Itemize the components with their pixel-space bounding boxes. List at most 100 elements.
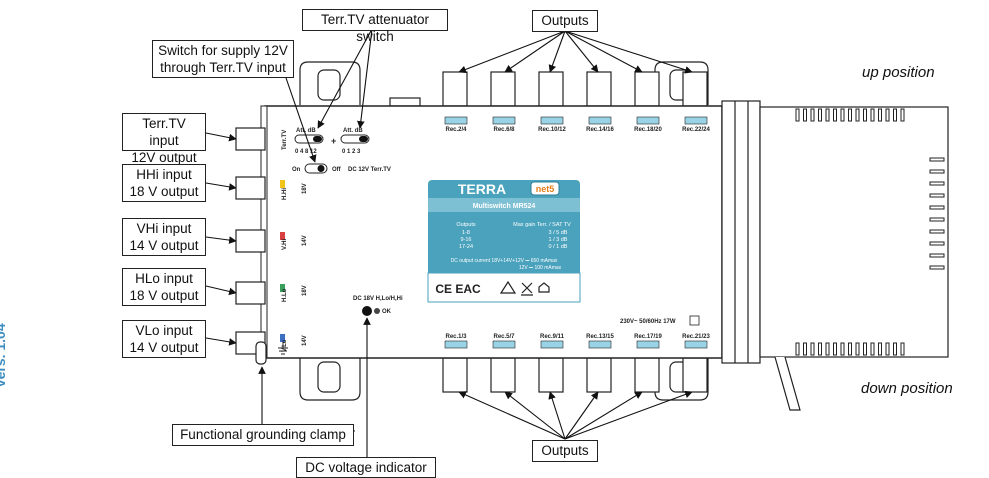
dc-led-ok: OK	[382, 309, 392, 315]
vent-slot	[929, 169, 945, 174]
vent-slot	[803, 342, 807, 356]
dc-indicator-callout: DC voltage indicator	[296, 457, 436, 478]
outputs-top-callout: Outputs	[532, 10, 598, 32]
table-row-2-right: 1 / 3 dB	[549, 237, 568, 243]
switch-desc: DC 12V Terr.TV	[348, 167, 391, 173]
hhi-input-callout: HHi input 18 V output	[122, 164, 206, 202]
vent-slot	[929, 241, 945, 246]
vhi-input-line-1: VHi input	[136, 221, 192, 236]
port-rec-9-11: Rec.9/11	[540, 334, 565, 340]
power-supply-unit	[721, 100, 949, 411]
bottom-port-labels: Rec.1/3 Rec.5/7 Rec.9/11 Rec.13/15 Rec.1…	[444, 334, 711, 349]
port-rec-17-19: Rec.17/19	[634, 334, 662, 340]
vent-slot	[878, 108, 882, 122]
port-rec-18-20: Rec.18/20	[634, 127, 662, 133]
grounding-clamp	[255, 341, 267, 365]
side-label-vlo: V.Lo	[282, 339, 288, 352]
indoor-icon	[538, 282, 550, 293]
att-label-1: Att. dB	[296, 128, 316, 134]
bottom-output-connectors	[442, 357, 708, 393]
vent-slot	[929, 253, 945, 258]
vent-slot	[810, 108, 815, 122]
table-row-1-left: 1-8	[462, 230, 470, 236]
supply-switch-line-2: through Terr.TV input	[160, 60, 286, 75]
vent-slot	[833, 342, 837, 356]
attenuator-switch-callout: Terr.TV attenuator switch	[302, 9, 448, 44]
side-label-vhi: V.Hi	[282, 239, 288, 250]
vent-slot	[929, 157, 945, 162]
callout-arrows	[205, 28, 693, 458]
switch-off-label: Off	[332, 167, 342, 173]
attenuator-controls: Att. dB 0 4 8 12 + Att. dB 0 1 2 3 On Of…	[292, 128, 391, 174]
vent-slot	[929, 229, 945, 234]
supply-switch-callout: Switch for supply 12V through Terr.TV in…	[152, 40, 294, 78]
vlo-input-callout: VLo input 14 V output	[122, 320, 206, 358]
terr-input-line-2: 12V output	[131, 150, 197, 165]
vent-slot	[795, 108, 800, 122]
left-input-connectors	[235, 127, 266, 355]
terr-input-line-1: Terr.TV input	[142, 116, 186, 148]
brand-badge: net5	[536, 184, 555, 194]
vent-slot	[840, 108, 845, 122]
port-rec-21-23: Rec.21/23	[682, 334, 710, 340]
vhi-input-callout: VHi input 14 V output	[122, 218, 206, 256]
port-rec-10-12: Rec.10/12	[538, 127, 566, 133]
port-rec-14-16: Rec.14/16	[586, 127, 614, 133]
hhi-input-line-2: 18 V output	[129, 184, 199, 199]
att-label-2: Att. dB	[343, 128, 363, 134]
certification-marks: CE EAC	[435, 282, 481, 296]
port-rec-22-24: Rec.22/24	[682, 127, 710, 133]
hlo-input-callout: HLo input 18 V output	[122, 268, 206, 306]
port-rec-13-15: Rec.13/15	[586, 334, 614, 340]
vent-slot	[929, 265, 945, 270]
vent-slot	[825, 108, 830, 122]
port-rec-5-7: Rec.5/7	[493, 334, 515, 340]
switch-on-label: On	[292, 167, 301, 173]
down-position-label: down position	[861, 380, 953, 397]
vent-slot	[818, 342, 822, 356]
vlo-input-line-1: VLo input	[135, 323, 193, 338]
product-label: TERRA net5 Multiswitch MR524 Outputs Max…	[427, 180, 581, 303]
svg-text:+: +	[331, 136, 336, 146]
dc-led: DC 18V H,Lo/H,Hi OK	[353, 296, 403, 316]
vent-slot	[855, 342, 860, 356]
att-scale-2: 0 1 2 3	[342, 149, 361, 155]
port-rec-6-8: Rec.6/8	[493, 127, 515, 133]
dc-current-line-2: 12V ⎓ 100 mAmax	[519, 265, 562, 271]
vent-slot	[929, 193, 945, 198]
vent-slot	[863, 108, 867, 122]
port-rec-1-3: Rec.1/3	[445, 334, 467, 340]
att-scale-1: 0 4 8 12	[295, 149, 317, 155]
up-position-label: up position	[862, 64, 935, 81]
top-port-labels: Rec.2/4 Rec.6/8 Rec.10/12 Rec.14/16 Rec.…	[444, 116, 711, 133]
side-volt-hlo: 18V	[302, 285, 308, 296]
psu-vents	[795, 108, 945, 356]
table-row-1-right: 3 / 5 dB	[549, 230, 568, 236]
vent-slot	[863, 342, 867, 356]
table-header-right: Max gain Terr. / SAT TV	[513, 222, 571, 228]
vhi-input-line-2: 14 V output	[129, 238, 199, 253]
dc-led-label: DC 18V H,Lo/H,Hi	[353, 296, 403, 302]
vent-slot	[885, 108, 890, 122]
hlo-input-line-1: HLo input	[135, 271, 193, 286]
vent-slot	[848, 342, 852, 356]
power-rating: 230V~ 50/60Hz 17W	[620, 319, 676, 325]
vent-slot	[878, 342, 882, 356]
vent-slot	[900, 342, 905, 356]
vent-slot	[833, 108, 837, 122]
hhi-input-line-1: HHi input	[136, 167, 192, 182]
top-output-connectors	[389, 71, 708, 107]
weee-icon	[521, 282, 533, 296]
vent-slot	[848, 108, 852, 122]
side-volt-vlo: 14V	[302, 335, 308, 346]
model-name: Multiswitch MR524	[473, 203, 536, 210]
vent-slot	[885, 342, 890, 356]
grounding-clamp-callout: Functional grounding clamp	[172, 424, 354, 446]
table-row-3-right: 0 / 1 dB	[549, 244, 568, 250]
vent-slot	[818, 108, 822, 122]
vent-slot	[855, 108, 860, 122]
vent-slot	[840, 342, 845, 356]
dc-current-line-1: DC output current 18V+14V+12V ⎓ 650 mAma…	[451, 258, 558, 264]
version-label: Vers. 1.04	[0, 323, 8, 388]
hlo-input-line-2: 18 V output	[129, 288, 199, 303]
